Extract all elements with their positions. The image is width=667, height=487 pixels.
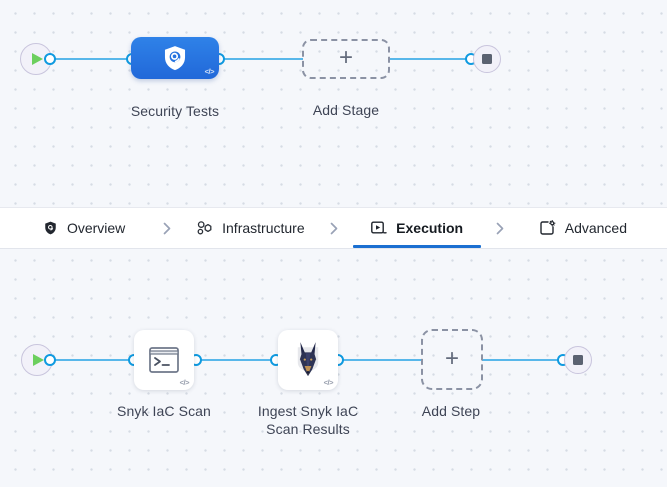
tab-infrastructure[interactable]: Infrastructure [178, 208, 322, 248]
step-card-snyk-iac-scan[interactable]: </> [134, 330, 194, 390]
connector-port[interactable] [44, 53, 56, 65]
stage-label: Security Tests [130, 103, 220, 119]
terminal-icon [148, 346, 180, 374]
add-stage-button[interactable]: + [302, 39, 390, 79]
tab-execution[interactable]: Execution [345, 208, 489, 248]
tab-execution-label: Execution [396, 220, 464, 236]
tab-advanced-label: Advanced [564, 220, 628, 236]
execution-play-icon [370, 220, 387, 236]
tab-advanced[interactable]: Advanced [511, 208, 655, 248]
connector-port[interactable] [44, 354, 56, 366]
snyk-doberman-icon [291, 341, 325, 379]
tab-infrastructure-label: Infrastructure [222, 220, 305, 236]
stop-icon [482, 54, 492, 64]
chevron-right-icon [156, 208, 178, 248]
stop-icon [573, 355, 583, 365]
chevron-right-icon [323, 208, 345, 248]
advanced-settings-icon [539, 220, 556, 236]
infrastructure-nodes-icon [196, 220, 213, 236]
step-edge [50, 359, 135, 361]
yaml-code-icon: </> [179, 378, 190, 387]
add-step-label: Add Step [421, 403, 481, 419]
step-edge [196, 359, 276, 361]
stage-card-security-tests[interactable]: </> [131, 37, 219, 79]
chevron-right-icon [489, 208, 511, 248]
security-shield-icon [161, 44, 189, 72]
add-stage-label: Add Stage [312, 102, 380, 118]
step-start-node[interactable] [21, 344, 53, 376]
step-end-node[interactable] [564, 346, 592, 374]
stage-end-node[interactable] [473, 45, 501, 73]
play-icon [33, 354, 44, 366]
tab-overview-label: Overview [66, 220, 126, 236]
play-icon [32, 53, 43, 65]
add-step-button[interactable]: + [421, 329, 483, 390]
plus-icon: + [444, 344, 459, 372]
step-edge [482, 359, 564, 361]
step-edge [338, 359, 422, 361]
step-label: Snyk IaC Scan [117, 403, 211, 419]
overview-shield-icon [43, 220, 58, 236]
yaml-code-icon: </> [323, 378, 334, 387]
tab-overview[interactable]: Overview [12, 208, 156, 248]
step-card-ingest-snyk-iac-scan-results[interactable]: </> [278, 330, 338, 390]
step-label: Ingest Snyk IaC Scan Results [257, 403, 359, 438]
stage-edge [389, 58, 468, 60]
yaml-code-icon: </> [204, 67, 215, 76]
stage-config-tabbar: Overview Infrastructure [0, 207, 667, 249]
plus-icon: + [338, 44, 353, 71]
